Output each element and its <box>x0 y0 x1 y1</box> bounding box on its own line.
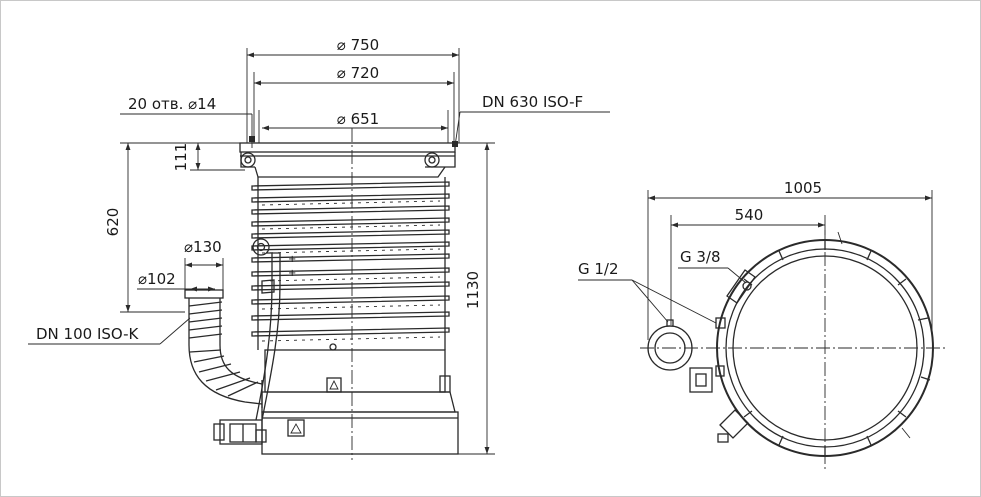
dim-d130: ⌀130 <box>184 238 222 256</box>
cooling-fins <box>251 181 450 342</box>
dim-d720: ⌀ 720 <box>337 64 379 82</box>
inlet-elbow <box>184 289 263 408</box>
dim-d750: ⌀ 750 <box>337 36 379 54</box>
label-inlet: DN 100 ISO-K <box>36 325 140 343</box>
dim-h111: 111 <box>172 143 190 172</box>
front-dimensions: ⌀ 750 ⌀ 720 ⌀ 651 20 отв. ⌀14 DN 630 ISO… <box>28 36 610 455</box>
dim-h1130: 1130 <box>464 271 482 309</box>
dim-d102: ⌀102 <box>138 270 176 288</box>
label-flange: DN 630 ISO-F <box>482 93 583 111</box>
pump-top-view <box>640 230 945 470</box>
svg-text:+: + <box>288 268 296 279</box>
top-dimensions: 1005 540 G 1/2 G 3/8 <box>578 179 933 340</box>
svg-text:+: + <box>288 254 296 265</box>
dim-w1005: 1005 <box>784 179 822 197</box>
dim-d651: ⌀ 651 <box>337 110 379 128</box>
dim-w540: 540 <box>735 206 764 224</box>
label-g38: G 3/8 <box>680 248 721 266</box>
dim-h620: 620 <box>104 208 122 237</box>
label-g12: G 1/2 <box>578 260 619 278</box>
pump-front-view: + + <box>184 128 459 460</box>
label-holes: 20 отв. ⌀14 <box>128 95 216 113</box>
